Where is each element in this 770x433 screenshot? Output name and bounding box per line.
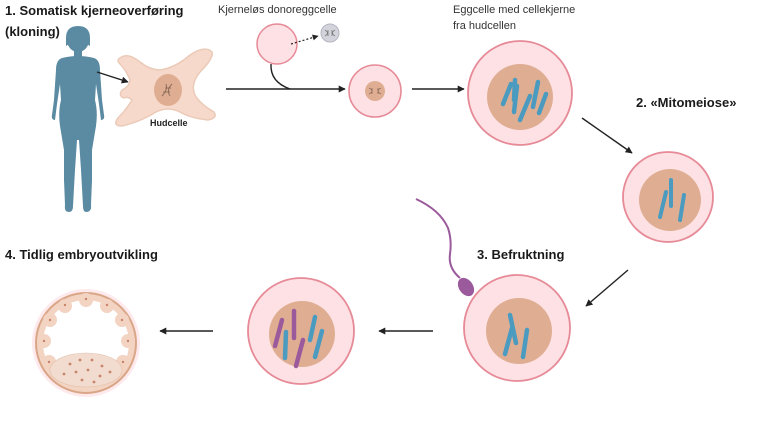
step4-title: 4. Tidlig embryoutvikling (5, 247, 158, 262)
step1-title-line1: 1. Somatisk kjerneoverføring (5, 3, 184, 18)
chromosome (530, 79, 541, 110)
skin-cell-label: Hudcelle (150, 118, 188, 128)
chromosome (282, 329, 289, 361)
chromosome (678, 193, 686, 222)
chromosomes-blue (282, 314, 325, 361)
chromosomes-purple (272, 308, 306, 369)
chromosome (500, 81, 514, 107)
inner-cell-mass (49, 352, 123, 388)
donor-egg-label: Kjerneløs donoreggcelle (218, 4, 337, 16)
enucleated-donor-egg (256, 23, 298, 65)
human-body-icon (51, 26, 105, 212)
step2-title: 2. «Mitomeiose» (636, 95, 736, 110)
chromosome (511, 77, 518, 103)
chromosome (507, 312, 519, 346)
nucleus (365, 81, 385, 101)
dna-icon (368, 87, 382, 95)
arrow-to-mitomeiosis (581, 117, 633, 154)
dna-icon (324, 29, 336, 37)
zygote (247, 277, 355, 385)
nucleus-removal-arrow (290, 34, 319, 45)
chromosome (272, 317, 285, 349)
chromosome (520, 327, 530, 360)
chromosomes-blue (658, 178, 686, 222)
step3-title: 3. Befruktning (477, 247, 564, 262)
arrow-to-fertilization (585, 269, 629, 307)
chromosomes-blue (500, 77, 549, 123)
chromosome (517, 93, 533, 123)
chromosome (293, 337, 306, 369)
chromosomes-blue (502, 312, 530, 360)
dna-icon (161, 83, 173, 97)
chromosome (502, 325, 515, 357)
removed-nucleus (320, 23, 340, 43)
skin-cell-nucleus (154, 74, 182, 106)
egg-with-skin-nucleus (467, 40, 573, 146)
fertilization-egg (463, 274, 571, 382)
skin-cell (115, 48, 216, 127)
donor-egg-merge-line (270, 63, 291, 90)
egg-with-nucleus-label-line2: fra hudcellen (453, 20, 516, 32)
chromosome (312, 328, 325, 360)
egg-with-nucleus-label-line1: Eggcelle med cellekjerne (453, 4, 575, 16)
reconstructed-egg-small (348, 64, 402, 118)
step1-title-line2: (kloning) (5, 24, 60, 39)
nucleus (486, 298, 552, 364)
sperm-icon (415, 198, 475, 297)
mitomeiosis-egg (622, 151, 714, 243)
chromosome (307, 314, 318, 343)
body-to-skincell-arrow (96, 71, 129, 84)
blastocyst (32, 289, 140, 397)
chromosome (536, 91, 549, 116)
chromosome (658, 190, 668, 219)
cell-nuclei (42, 297, 130, 384)
